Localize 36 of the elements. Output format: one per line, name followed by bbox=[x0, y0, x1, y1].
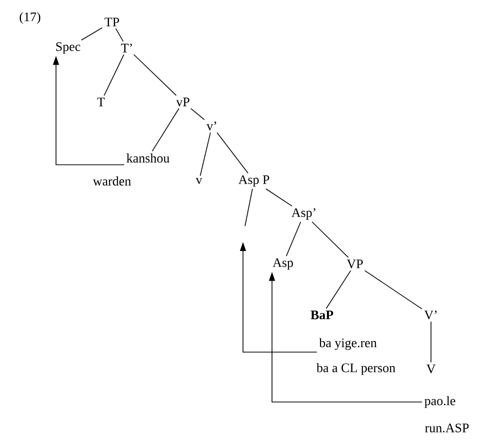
example-number: (17) bbox=[20, 12, 40, 24]
tree-label: ba yige.ren bbox=[319, 338, 377, 350]
tree-label: pao.le bbox=[424, 396, 456, 408]
branch-line bbox=[104, 54, 124, 96]
branch-line bbox=[364, 270, 422, 310]
tree-label: T’ bbox=[121, 44, 132, 52]
branch-line bbox=[200, 132, 211, 176]
tree-label: TP bbox=[104, 18, 120, 26]
tree-label: BaP bbox=[310, 310, 334, 320]
branch-line bbox=[326, 270, 352, 309]
branch-line bbox=[266, 188, 292, 206]
branch-line bbox=[133, 54, 177, 96]
tree-label: Spec bbox=[56, 42, 80, 54]
branch-line bbox=[216, 132, 248, 174]
gloss-text: ba a CL person bbox=[316, 363, 396, 375]
branch-line bbox=[80, 27, 103, 40]
tree-label: vP bbox=[176, 98, 190, 106]
tree-label: Asp bbox=[272, 258, 293, 270]
tree-label: T bbox=[97, 98, 105, 106]
branch-line bbox=[286, 222, 302, 257]
tree-label: V’ bbox=[424, 310, 437, 320]
tree-label: VP bbox=[346, 260, 363, 268]
tree-label: V bbox=[426, 364, 436, 374]
branch-line bbox=[430, 321, 432, 363]
gloss-text: run.ASP bbox=[425, 424, 469, 432]
tree-label: Asp P bbox=[238, 175, 270, 187]
gloss-text: warden bbox=[92, 176, 131, 186]
tree-label: v bbox=[196, 178, 202, 184]
branch-line bbox=[152, 108, 180, 152]
branch-line bbox=[190, 108, 205, 120]
branch-line bbox=[115, 28, 124, 42]
branch-line bbox=[312, 222, 349, 258]
tree-label: v’ bbox=[206, 122, 216, 130]
tree-label: Asp’ bbox=[291, 208, 316, 220]
branch-line bbox=[244, 188, 253, 226]
tree-label: kanshou bbox=[126, 153, 170, 163]
